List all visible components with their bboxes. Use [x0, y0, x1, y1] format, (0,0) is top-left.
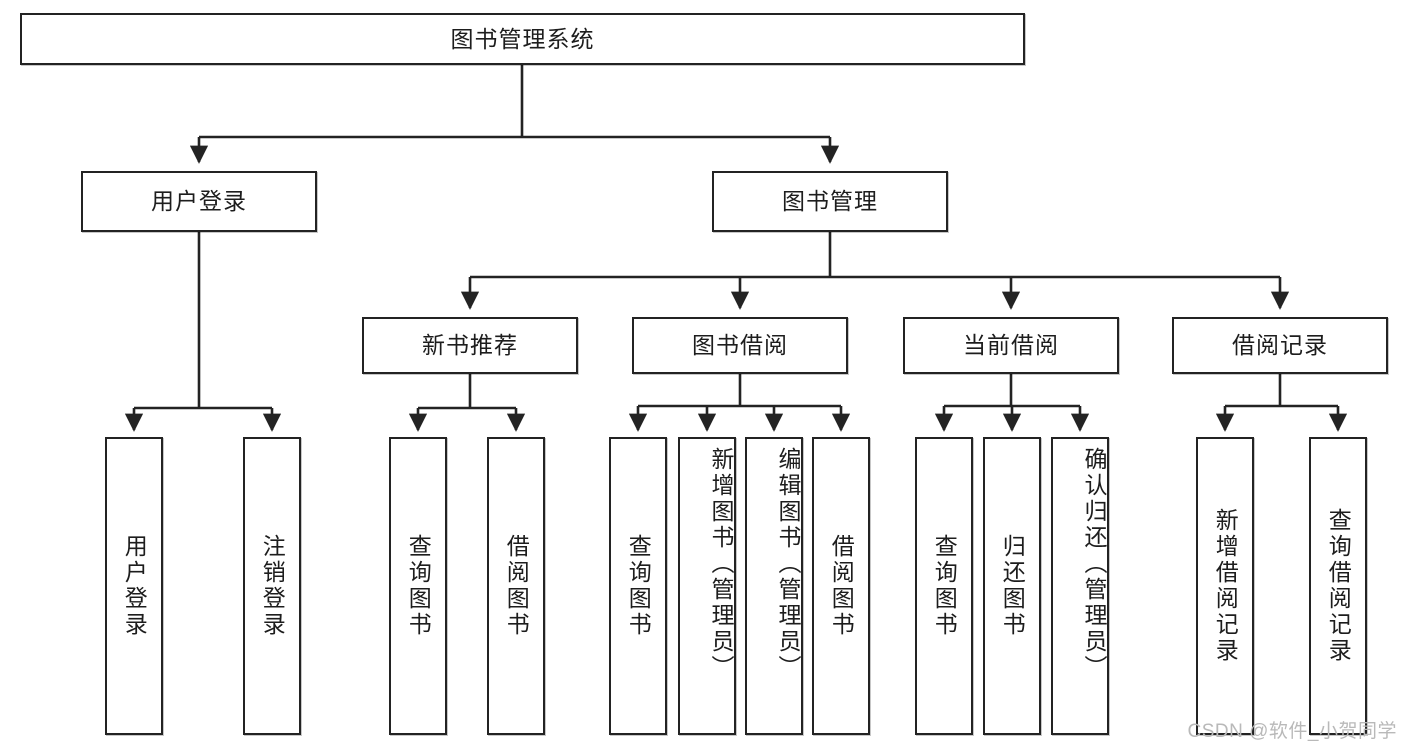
node-root[interactable]: 图书管理系统 — [20, 13, 1025, 65]
leaf-return-book[interactable]: 归还图书 — [983, 437, 1041, 735]
node-label: 查询借阅记录 — [1325, 508, 1352, 664]
node-borrow-record[interactable]: 借阅记录 — [1172, 317, 1388, 374]
node-label: 查询图书 — [931, 534, 958, 638]
leaf-add-book-admin[interactable]: 新增图书（管理员） — [678, 437, 736, 735]
node-new-book-recommend[interactable]: 新书推荐 — [362, 317, 578, 374]
leaf-query-borrow-record[interactable]: 查询借阅记录 — [1309, 437, 1367, 735]
node-label: 新增借阅记录 — [1212, 508, 1239, 664]
node-label: 查询图书 — [625, 534, 652, 638]
leaf-borrow-book-recommend[interactable]: 借阅图书 — [487, 437, 545, 735]
node-label: 新增图书（管理员） — [708, 447, 734, 681]
leaf-query-book-borrow[interactable]: 查询图书 — [609, 437, 667, 735]
node-label: 借阅记录 — [1232, 332, 1328, 359]
node-label: 归还图书 — [999, 534, 1026, 638]
node-label: 注销登录 — [259, 534, 286, 638]
node-label: 新书推荐 — [422, 332, 518, 359]
leaf-logout[interactable]: 注销登录 — [243, 437, 301, 735]
watermark: CSDN @软件_小贺同学 — [1187, 721, 1397, 742]
leaf-confirm-return-admin[interactable]: 确认归还（管理员） — [1051, 437, 1109, 735]
node-label: 查询图书 — [405, 534, 432, 638]
node-book-borrow[interactable]: 图书借阅 — [632, 317, 848, 374]
leaf-user-login[interactable]: 用户登录 — [105, 437, 163, 735]
leaf-add-borrow-record[interactable]: 新增借阅记录 — [1196, 437, 1254, 735]
node-label: 借阅图书 — [828, 534, 855, 638]
node-label: 当前借阅 — [963, 332, 1059, 359]
node-book-management[interactable]: 图书管理 — [712, 171, 948, 232]
leaf-query-book-recommend[interactable]: 查询图书 — [389, 437, 447, 735]
node-label: 用户登录 — [151, 188, 247, 215]
leaf-query-book-current[interactable]: 查询图书 — [915, 437, 973, 735]
node-label: 确认归还（管理员） — [1081, 447, 1107, 681]
node-label: 图书借阅 — [692, 332, 788, 359]
leaf-edit-book-admin[interactable]: 编辑图书（管理员） — [745, 437, 803, 735]
node-label: 用户登录 — [121, 534, 148, 638]
node-user-login[interactable]: 用户登录 — [81, 171, 317, 232]
leaf-borrow-book[interactable]: 借阅图书 — [812, 437, 870, 735]
node-label: 编辑图书（管理员） — [775, 447, 801, 681]
node-current-borrow[interactable]: 当前借阅 — [903, 317, 1119, 374]
node-label: 图书管理 — [782, 188, 878, 215]
node-label: 借阅图书 — [503, 534, 530, 638]
node-label: 图书管理系统 — [450, 25, 595, 52]
